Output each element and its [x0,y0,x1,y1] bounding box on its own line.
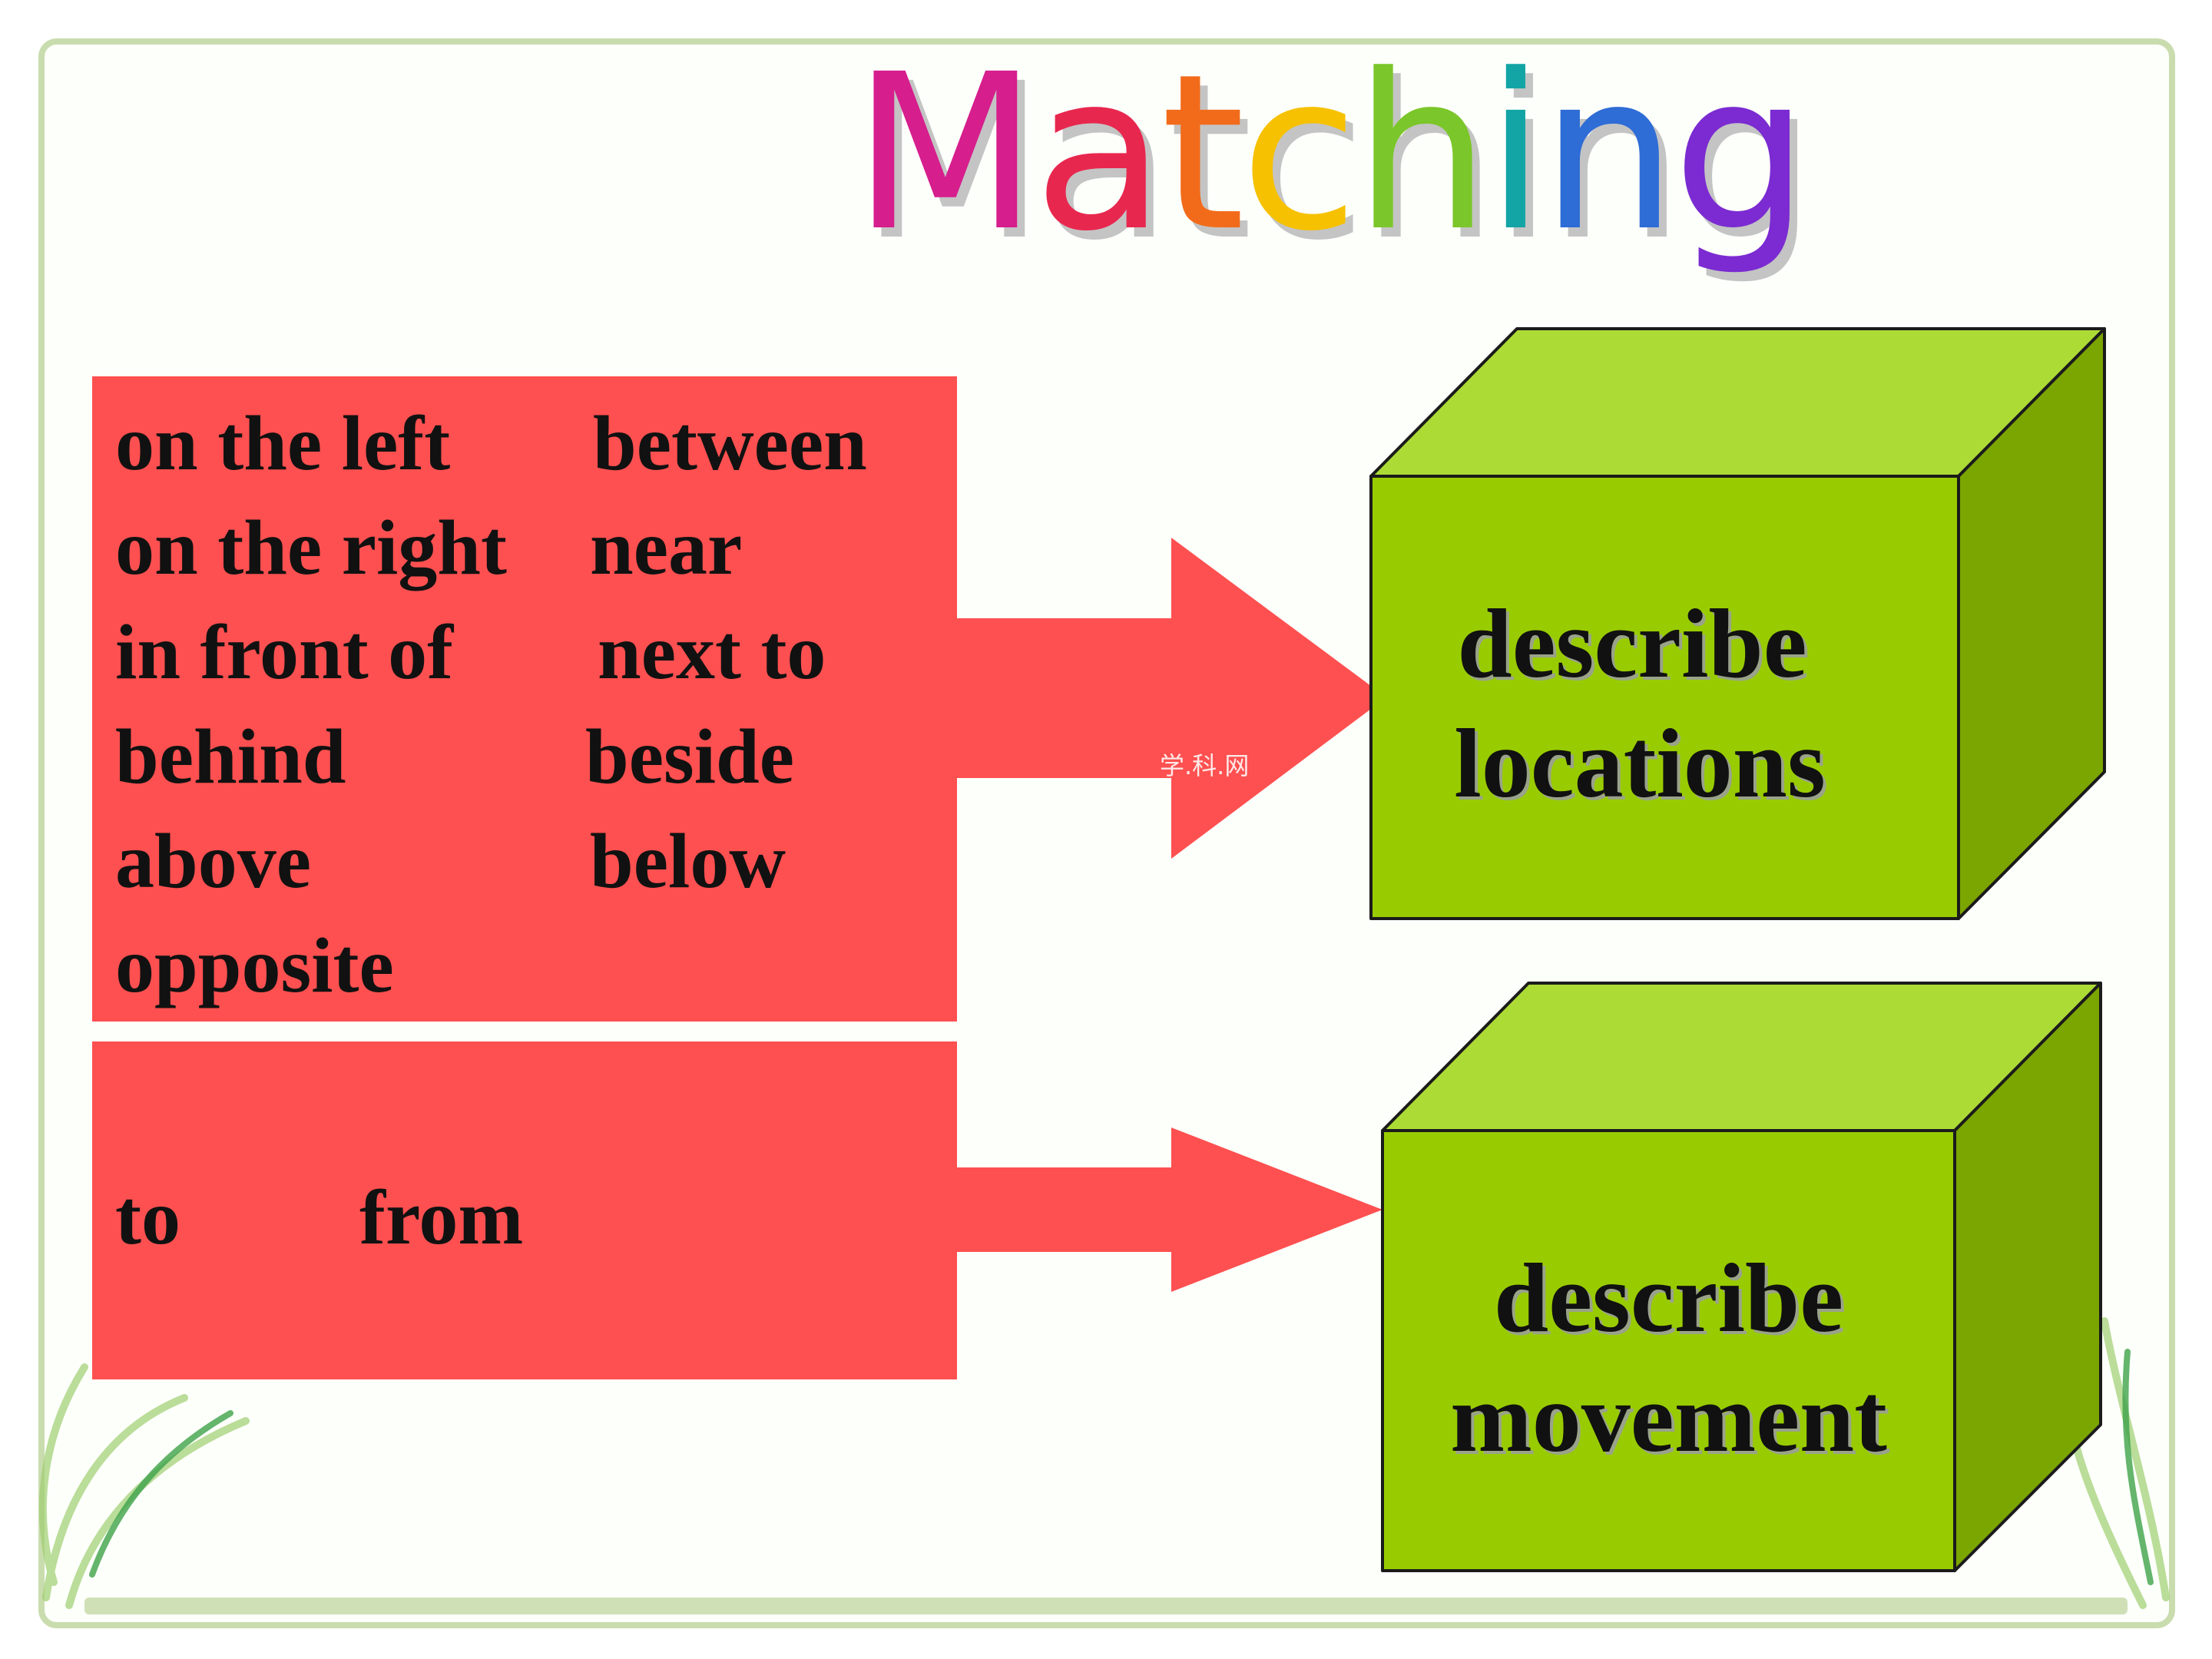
title-letter: t [1161,28,1245,279]
title-letter: h [1353,28,1490,279]
page-title: Matching [853,28,1810,279]
movement-box-label: describe movement [1382,1238,1955,1478]
word-on-the-right: on the right [115,505,507,591]
cube-locations [1369,327,2106,920]
watermark: 学.科.网 [1160,751,1250,780]
title-letter: M [853,28,1038,279]
arrow-to-movement [952,1128,1382,1292]
word-below: below [590,818,786,905]
title-letter: a [1033,28,1166,279]
title-letter: i [1485,28,1545,279]
word-behind: behind [115,714,346,800]
locations-label-line1: describe [1457,589,1807,698]
word-next-to: next to [598,609,826,696]
word-to: to [115,1174,180,1261]
word-on-the-left: on the left [115,400,451,487]
movement-label-line2: movement [1450,1363,1887,1472]
word-near: near [590,505,743,591]
arrow-to-locations [952,538,1386,859]
locations-box-label: describe locations [1375,584,1959,823]
title-letter: c [1240,28,1359,279]
bottom-band [84,1598,2128,1614]
movement-label-line1: describe [1494,1243,1843,1353]
word-in-front-of: in front of [115,609,454,696]
word-beside: beside [585,714,795,800]
word-between: between [593,400,867,487]
word-above: above [115,818,311,905]
word-opposite: opposite [115,922,394,1009]
title-letter: n [1541,28,1677,279]
locations-label-line2: locations [1454,709,1826,818]
word-from: from [359,1174,524,1261]
title-letter: g [1672,28,1810,279]
locations-word-box [92,376,957,1022]
cube-movement [1381,982,2102,1572]
movement-word-box [92,1041,957,1379]
